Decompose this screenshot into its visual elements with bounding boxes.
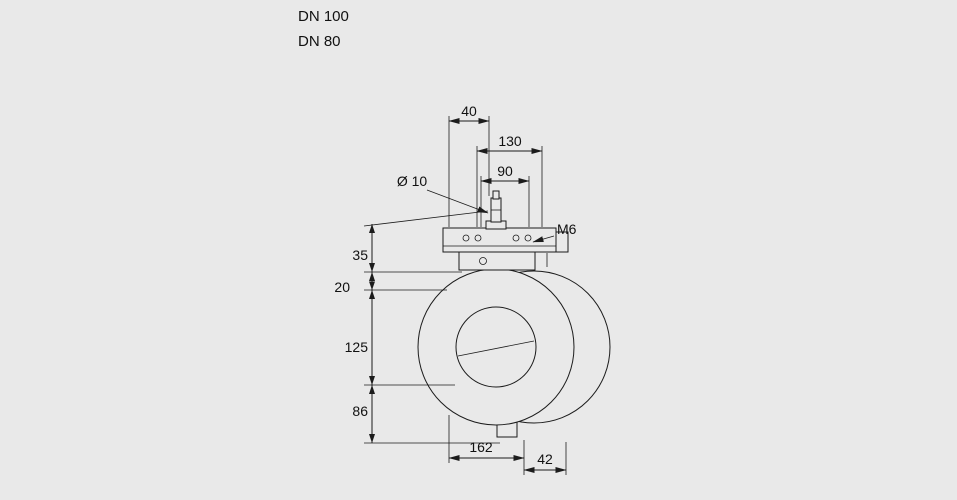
dimension-162-label: 162 xyxy=(469,439,493,455)
dimension-20-label: 20 xyxy=(334,279,350,295)
dimension-40-label: 40 xyxy=(461,103,477,119)
dimension-40: 40 xyxy=(448,103,490,227)
left-dimension-chain: 35 20 125 86 xyxy=(334,210,500,444)
label-dn-80: DN 80 xyxy=(298,33,341,50)
locating-hole xyxy=(479,257,487,265)
bore-circle xyxy=(455,306,537,388)
bolt-hole xyxy=(474,234,482,242)
dimension-42-label: 42 xyxy=(537,451,553,467)
label-dn-100: DN 100 xyxy=(298,8,349,25)
dimension-90-label: 90 xyxy=(497,163,513,179)
stem-diameter-label: Ø 10 xyxy=(397,173,428,189)
dimension-130: 130 xyxy=(476,133,543,227)
dimension-35-label: 35 xyxy=(352,247,368,263)
callout-thread-m6: M6 xyxy=(532,221,577,243)
dimension-86-label: 86 xyxy=(352,403,368,419)
bolt-hole xyxy=(512,234,520,242)
dimension-90: 90 xyxy=(480,163,530,227)
dimension-130-label: 130 xyxy=(498,133,522,149)
neck xyxy=(458,251,536,271)
thread-label: M6 xyxy=(557,221,577,237)
valve-body xyxy=(417,190,611,438)
dimension-125-label: 125 xyxy=(345,339,369,355)
disc-edge-line xyxy=(457,340,535,357)
bolt-hole xyxy=(462,234,470,242)
callout-stem-diameter: Ø 10 xyxy=(397,173,489,214)
bolt-hole xyxy=(524,234,532,242)
dimension-42: 42 xyxy=(523,442,567,475)
stem-tip xyxy=(492,190,500,200)
